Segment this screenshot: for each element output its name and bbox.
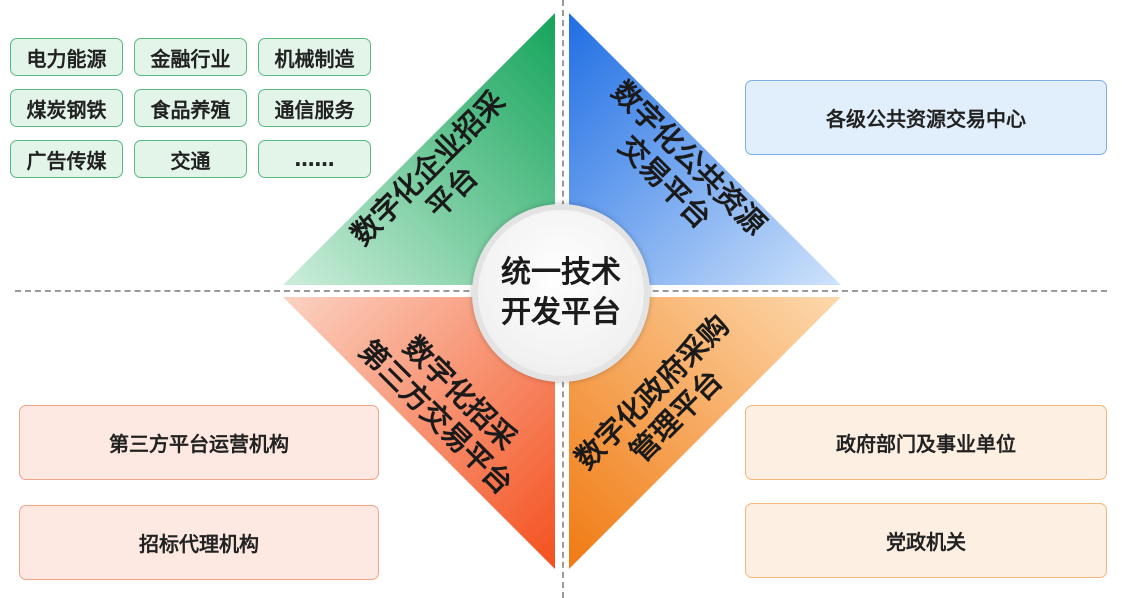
industry-tag: 机械制造: [258, 38, 371, 76]
quadrant-top-left: [283, 13, 555, 285]
industry-tag: ……: [258, 140, 371, 178]
public-resource-center-box: 各级公共资源交易中心: [745, 80, 1107, 155]
center-label-line: 统一技术: [501, 255, 621, 290]
quadrant-top-right: [569, 13, 841, 285]
quadrant-bottom-right: [569, 297, 841, 569]
industry-tag: 煤炭钢铁: [10, 89, 123, 127]
industry-tag: 交通: [134, 140, 247, 178]
center-platform-circle: 统一技术 开发平台: [472, 204, 650, 382]
government-departments-box: 政府部门及事业单位: [745, 405, 1107, 480]
third-party-operator-box: 第三方平台运营机构: [19, 405, 379, 480]
industry-tag: 广告传媒: [10, 140, 123, 178]
center-label-line: 开发平台: [501, 295, 621, 330]
industry-tag: 食品养殖: [134, 89, 247, 127]
bidding-agency-box: 招标代理机构: [19, 505, 379, 580]
party-organs-box: 党政机关: [745, 503, 1107, 578]
industry-tag: 通信服务: [258, 89, 371, 127]
industry-tag: 电力能源: [10, 38, 123, 76]
quadrant-bottom-left: [283, 297, 555, 569]
industry-tag: 金融行业: [134, 38, 247, 76]
